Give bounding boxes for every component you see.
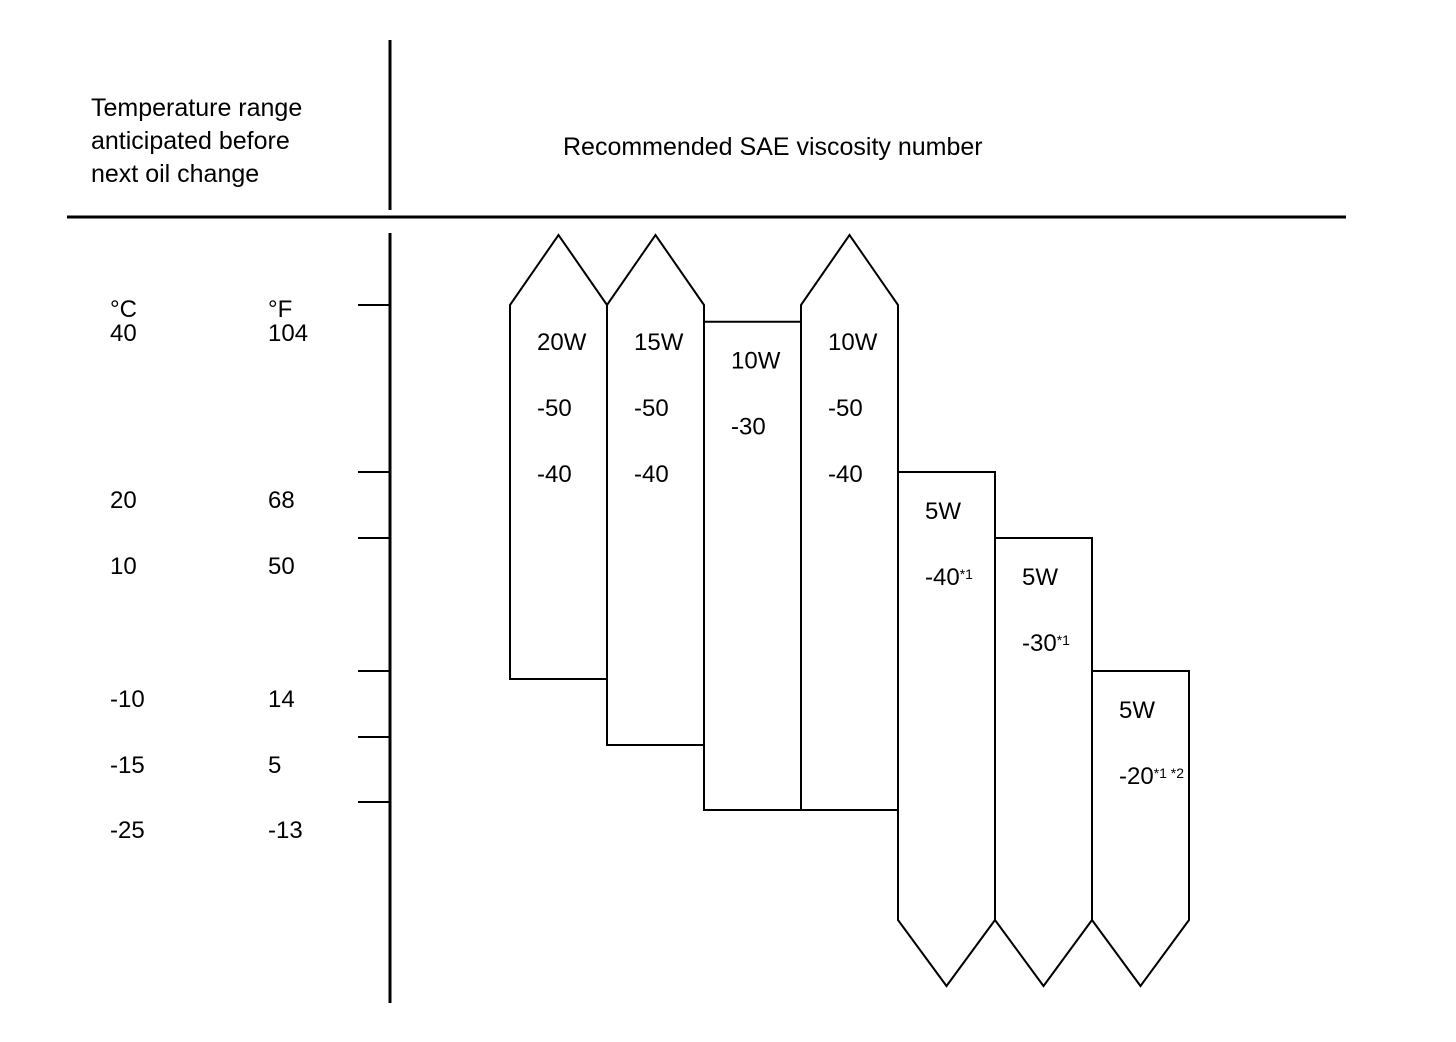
fahrenheit-tick-label: 50 [268,553,295,580]
grade-shape [897,471,996,988]
fahrenheit-unit-label: °F [268,296,292,323]
grade-winter-label: 10W [828,329,878,356]
grade-winter-label: 20W [537,329,587,356]
heading-line: next oil change [91,160,260,188]
temperature-range-heading: Temperature range anticipated before nex… [91,92,302,191]
celsius-tick-label: 40 [110,320,137,347]
grade-shape [800,233,899,811]
grade-hot-label: -50 [828,395,863,422]
grade-shape [606,233,705,746]
fahrenheit-tick-label: 5 [268,752,281,779]
grade-winter-label: 10W [731,348,781,375]
fahrenheit-tick-label: -13 [268,817,303,844]
grade-winter-label: 5W [925,498,961,525]
grade-shape [1091,670,1190,988]
grade-shape [509,233,608,680]
temperature-ticks: °C °F 40 104 20 68 10 50 -10 14 -15 5 -25 -13 [110,296,390,844]
celsius-tick-label: -10 [110,686,145,713]
fahrenheit-tick-label: 14 [268,686,295,713]
grade-hot-label: -50 [537,395,572,422]
grade-hot-label: -50 [634,395,669,422]
grade-footnote: *1 [960,566,973,582]
grade-hot-label: -30 [731,414,766,441]
celsius-tick-label: 10 [110,553,137,580]
grade-shape [994,537,1093,988]
grade-hot-label: -40 [828,461,863,488]
celsius-tick-label: -25 [110,817,145,844]
grade-hot-label: -40 [634,461,669,488]
celsius-tick-label: 20 [110,487,137,514]
heading-line: Temperature range [91,94,303,122]
grade-hot-label: -40 [537,461,572,488]
heading-line: anticipated before [91,127,290,155]
grade-winter-label: 5W [1022,564,1058,591]
grade-arrows: 20W-50-4015W-50-4010W-3010W-50-405W-40*1… [509,233,1190,988]
grade-footnote: *1 [1057,632,1070,648]
celsius-tick-label: -15 [110,752,145,779]
grade-shape [703,320,802,811]
fahrenheit-tick-label: 68 [268,487,295,514]
celsius-unit-label: °C [110,296,137,323]
grade-winter-label: 5W [1119,697,1155,724]
grade-winter-label: 15W [634,329,684,356]
grade-hot-label: -20*1 *2 [1119,763,1184,790]
grade-footnote: *1 *2 [1154,765,1185,781]
fahrenheit-tick-label: 104 [268,320,308,347]
viscosity-heading: Recommended SAE viscosity number [563,133,983,161]
